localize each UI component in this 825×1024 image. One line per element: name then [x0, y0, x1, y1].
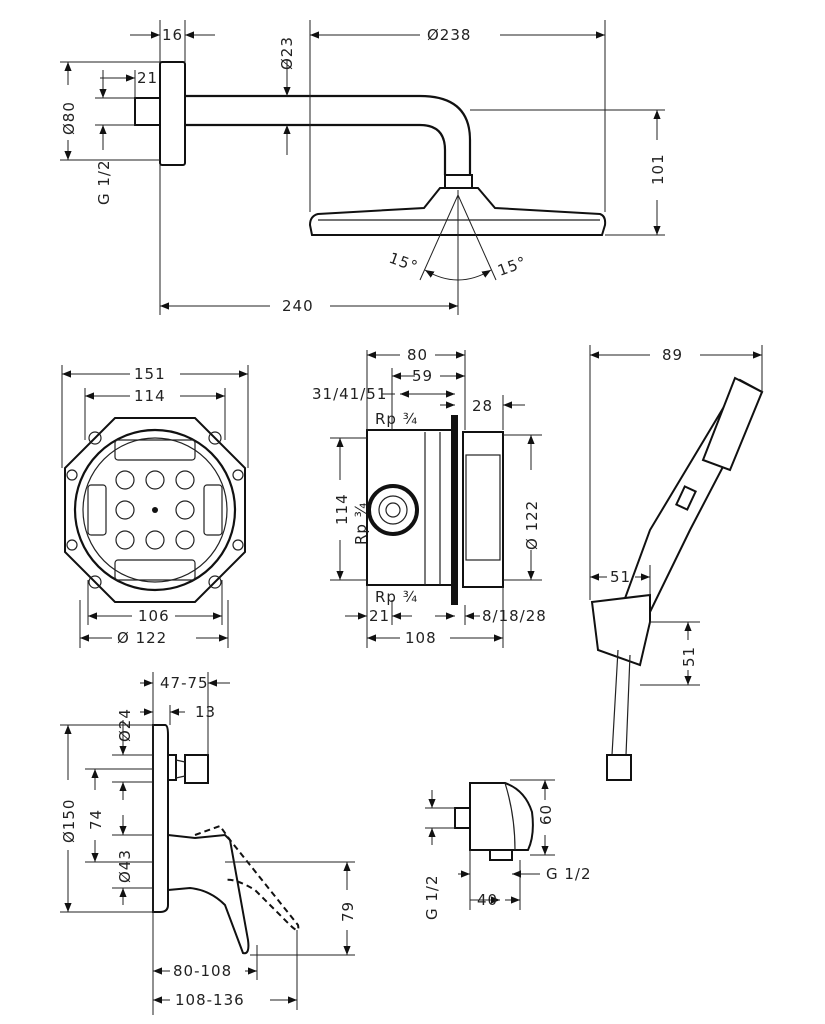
dim-depth-range: 47-75 [160, 674, 209, 692]
overhead-shower-view: 16 Ø23 Ø238 21 Ø80 G 1/2 101 15° 15° [60, 20, 667, 315]
dim-height: 60 [537, 804, 555, 825]
inlet-stub [134, 97, 161, 126]
mixer-plate [152, 724, 169, 913]
dim-port-offset: 21 [369, 607, 390, 625]
dim-angle-left: 15° [387, 249, 421, 276]
outlet-neck [167, 754, 177, 781]
dim-height: 101 [649, 153, 667, 185]
dim-flange-depth: 16 [162, 26, 183, 44]
dim-handle-reach-open: 108-136 [175, 991, 245, 1009]
dim-inlet-length: 21 [137, 69, 158, 87]
center-port [367, 484, 419, 536]
dim-length: 108 [405, 629, 437, 647]
dim-head-diameter: Ø238 [427, 26, 471, 44]
hose-nut [606, 754, 632, 781]
dim-depth-inner: 59 [412, 367, 433, 385]
wall-flange [159, 61, 186, 166]
outlet-nut [184, 754, 209, 784]
dim-rear-depth: 28 [472, 397, 493, 415]
dim-outlet-diameter: Ø24 [116, 708, 134, 742]
hand-shower-view: 89 51 51 [589, 345, 764, 781]
dim-projection: 240 [282, 297, 314, 315]
dim-holder-depth: 51 [610, 568, 631, 586]
handle-open-position [194, 824, 300, 931]
dim-handle-reach: 80-108 [173, 962, 232, 980]
holder [590, 593, 651, 667]
dim-angle-right: 15° [495, 253, 529, 280]
label-port-middle: Rp ¾ [352, 502, 370, 545]
dim-outer-width: 151 [134, 365, 166, 383]
dim-depth-total: 80 [407, 346, 428, 364]
mixer-handle [167, 833, 250, 955]
dim-arm-diameter: Ø23 [278, 36, 296, 70]
label-port-bottom: Rp ¾ [375, 588, 418, 606]
shower-arm [185, 94, 472, 175]
wall-outlet-view: 60 G 1/2 40 G 1/2 [423, 779, 592, 920]
outlet-inlet [454, 807, 471, 829]
box-rear [462, 431, 504, 588]
dim-depth-options: 31/41/51 [312, 385, 387, 403]
outlet-body [469, 782, 534, 851]
dim-plate-options: 8/18/28 [482, 607, 547, 625]
dim-plate-diameter: Ø150 [60, 799, 78, 843]
spray-face [701, 376, 764, 472]
dim-holder-height: 51 [680, 646, 698, 667]
dim-inner-width: 114 [134, 387, 166, 405]
dim-handle-drop: 79 [339, 901, 357, 922]
dim-lower-width: 106 [138, 607, 170, 625]
dim-thread-inlet: G 1/2 [423, 874, 441, 920]
dim-center-distance: 74 [87, 809, 105, 830]
outlet-connector [489, 849, 513, 861]
dim-width: 40 [477, 891, 498, 909]
mounting-box-side-view: 80 59 31/41/51 28 Rp ¾ Rp ¾ Rp ¾ 114 Ø 1… [312, 346, 547, 648]
label-port-top: Rp ¾ [375, 410, 418, 428]
dim-width: 89 [662, 346, 683, 364]
plate [451, 415, 458, 605]
dim-diameter: Ø 122 [523, 500, 541, 550]
box-ring [73, 428, 237, 592]
dim-height: 114 [333, 493, 351, 525]
dim-thread: G 1/2 [95, 159, 113, 205]
dim-flange-diameter: Ø80 [60, 101, 78, 135]
dim-outlet-depth: 13 [195, 703, 216, 721]
dim-thread-outlet: G 1/2 [546, 865, 592, 883]
dim-handle-diameter: Ø43 [116, 849, 134, 883]
dim-diameter: Ø 122 [117, 629, 167, 647]
hose [611, 649, 631, 756]
head-joint [444, 174, 473, 189]
mixer-view: 47-75 Ø24 13 Ø150 74 Ø43 79 80-108 108-1… [60, 672, 357, 1015]
mounting-box-front-view: 151 114 106 Ø 122 [61, 365, 249, 648]
